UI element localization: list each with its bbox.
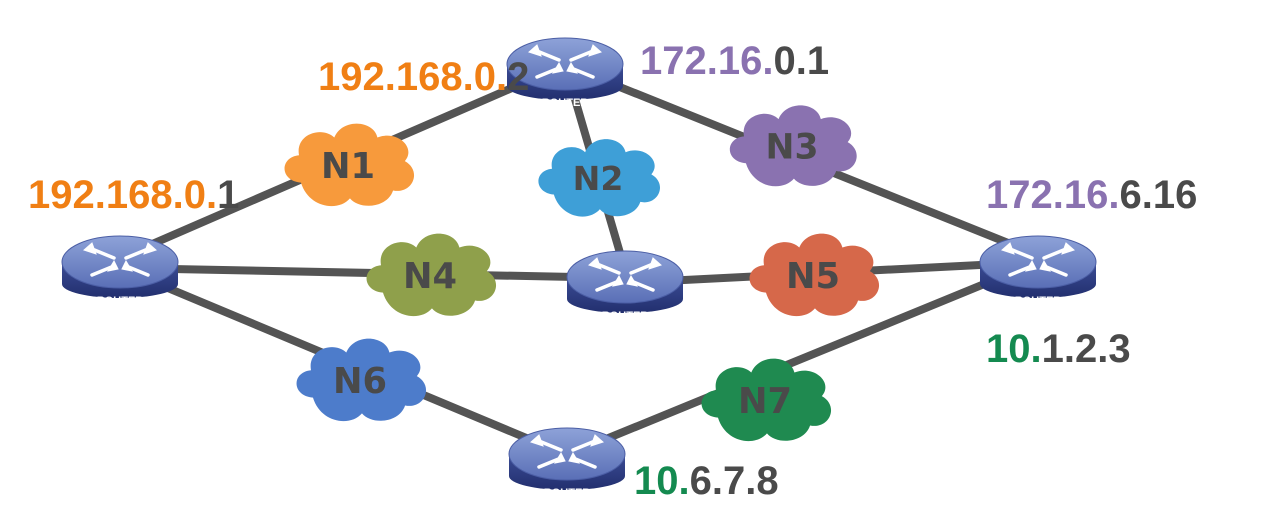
cloud-n3: N3	[729, 105, 857, 187]
router-icon	[978, 234, 1098, 300]
ip-address-right-lower: 10.1.2.3	[986, 327, 1131, 371]
router-top: ROUTER	[505, 36, 625, 109]
cloud-n2: N2	[538, 139, 661, 217]
router-right: ROUTER	[978, 234, 1098, 307]
router-top-label: ROUTER	[542, 97, 589, 109]
ip-address-right: 172.16.6.16	[986, 173, 1197, 217]
ip-network-part: 172.16.	[640, 39, 773, 83]
ip-network-part: 10.	[634, 459, 690, 503]
ip-address-top-left: 192.168.0.2	[318, 55, 529, 99]
ip-address-left: 192.168.0.1	[28, 173, 239, 217]
router-icon	[60, 234, 180, 300]
cloud-n1-label: N1	[321, 146, 375, 187]
ip-network-part: 10.	[986, 327, 1042, 371]
link-bottom-right	[563, 258, 1042, 459]
cloud-n5: N5	[749, 233, 880, 317]
router-bottom-label: ROUTER	[544, 487, 591, 499]
cloud-n7-label: N7	[738, 381, 792, 422]
ip-address-top-right: 172.16.0.1	[640, 39, 829, 83]
router-left: ROUTER	[60, 234, 180, 307]
router-icon	[565, 249, 685, 315]
cloud-n6-label: N6	[333, 361, 387, 402]
cloud-n4: N4	[366, 233, 497, 317]
router-icon	[507, 426, 627, 492]
ip-host-part: 6.7.8	[690, 459, 779, 503]
ip-host-part: 1.2.3	[1042, 327, 1131, 371]
ip-network-part: 172.16.	[986, 173, 1119, 217]
cloud-n1: N1	[284, 123, 415, 207]
router-right-label: ROUTER	[1015, 295, 1062, 307]
ip-network-part: 192.168.0.	[28, 173, 217, 217]
router-mid-label: ROUTER	[602, 310, 649, 322]
ip-host-part: 6.16	[1119, 173, 1197, 217]
router-bottom: ROUTER	[507, 426, 627, 499]
router-mid: ROUTER	[565, 249, 685, 322]
cloud-n5-label: N5	[786, 256, 840, 297]
ip-host-part: 2	[507, 55, 529, 99]
network-links	[116, 61, 1042, 459]
cloud-n3-label: N3	[766, 127, 819, 167]
cloud-n4-label: N4	[403, 256, 457, 297]
ip-host-part: 0.1	[773, 39, 829, 83]
cloud-n6: N6	[296, 338, 427, 422]
ip-host-part: 1	[217, 173, 239, 217]
router-left-label: ROUTER	[97, 295, 144, 307]
ip-address-bottom: 10.6.7.8	[634, 459, 779, 503]
cloud-n7: N7	[701, 358, 832, 442]
cloud-n2-label: N2	[573, 159, 624, 198]
ip-network-part: 192.168.0.	[318, 55, 507, 99]
